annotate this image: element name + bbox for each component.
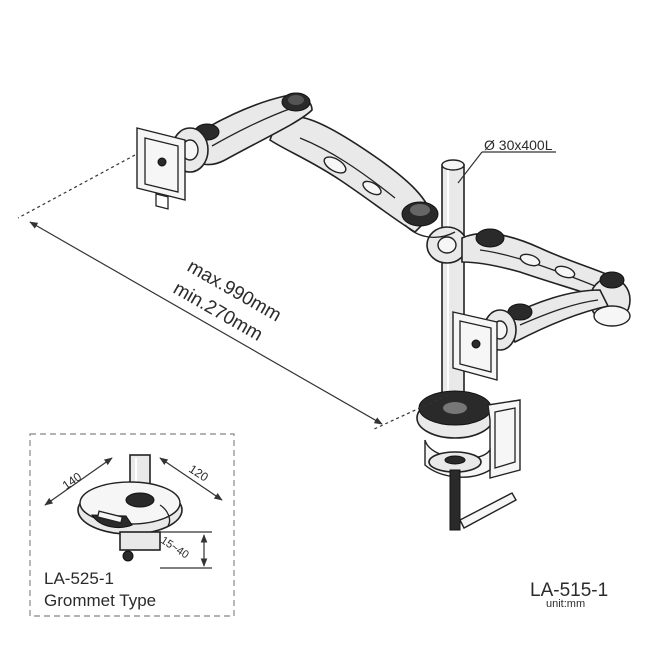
pole-collar-upper	[401, 201, 468, 264]
main-model-label: LA-515-1	[530, 580, 608, 601]
upper-arm-segment-short	[189, 92, 313, 166]
lower-arm-segment-long	[461, 228, 617, 302]
desk-clamp	[416, 390, 521, 531]
lower-vesa-plate	[452, 311, 498, 381]
dim-15-40-label: 15~40	[158, 534, 190, 561]
lower-arm-segment-short	[503, 289, 610, 344]
pole-spec-label: Ø 30x400L	[484, 137, 553, 153]
inset-model-label: LA-525-1	[44, 569, 114, 588]
upper-vesa-plate	[136, 127, 186, 210]
dim-120-line	[159, 457, 223, 501]
pole-spec-leader	[457, 151, 483, 184]
pole	[441, 159, 465, 411]
reach-extension-lower	[371, 394, 449, 431]
grommet-inset: 140 120 15~40 LA-525-1 Grommet Type	[29, 433, 235, 617]
dim-140-label: 140	[60, 469, 85, 492]
inset-frame	[29, 433, 235, 617]
reach-dimension-arrow	[29, 221, 383, 425]
monitor-arm-assembly	[136, 92, 631, 531]
unit-label: unit:mm	[546, 598, 585, 610]
dim-140-line	[44, 457, 113, 506]
dim-120-label: 120	[186, 462, 211, 485]
inset-type-label: Grommet Type	[44, 591, 156, 610]
reach-extension-upper	[17, 154, 136, 219]
